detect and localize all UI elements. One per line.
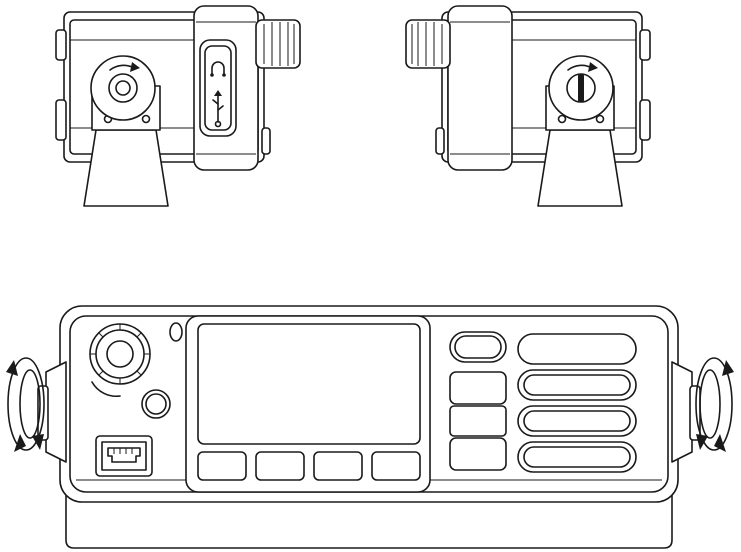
display-bezel [185,315,431,493]
ethernet-port-icon [95,435,153,477]
rotate-arrow-icon [588,62,598,72]
left-side-view [55,5,301,207]
right-channel-knob [405,19,451,69]
left-side-button [261,127,271,155]
nav-up-button [449,371,507,405]
right-mounting-bracket [537,55,623,207]
front-right-bracket-knob [671,361,693,463]
volume-knob [89,323,151,398]
rotate-arrow-icon [130,62,140,72]
menu-button-oval [449,331,507,363]
right-side-button [435,127,445,155]
nav-ok-button [449,405,507,437]
left-mounting-bracket [83,55,169,207]
program-key-4 [517,441,637,473]
soft-key-1 [197,451,247,481]
front-left-bracket-knob [45,361,67,463]
status-led [169,322,183,342]
right-front-bezel [447,5,513,171]
left-rear-bump-top [55,29,67,61]
left-bracket-knob [90,55,156,121]
program-key-1 [517,333,637,365]
right-rotate-arrow-icon [695,357,734,452]
left-rear-bump-bottom [55,99,67,141]
usb-port-icon [212,90,224,128]
right-rear-bump-bottom [639,99,651,141]
soft-key-3 [313,451,363,481]
display-screen [197,323,421,445]
headset-jack-icon [210,61,226,77]
front-view [6,305,734,549]
program-key-2 [517,369,637,401]
right-side-view [405,5,651,207]
right-rear-bump-top [639,29,651,61]
program-key-3 [517,405,637,437]
nav-down-button [449,437,507,471]
soft-key-2 [255,451,305,481]
accessory-port-cover [199,39,237,137]
left-rotate-arrow-icon [6,357,45,452]
left-volume-knob [255,19,301,69]
soft-key-4 [371,451,421,481]
